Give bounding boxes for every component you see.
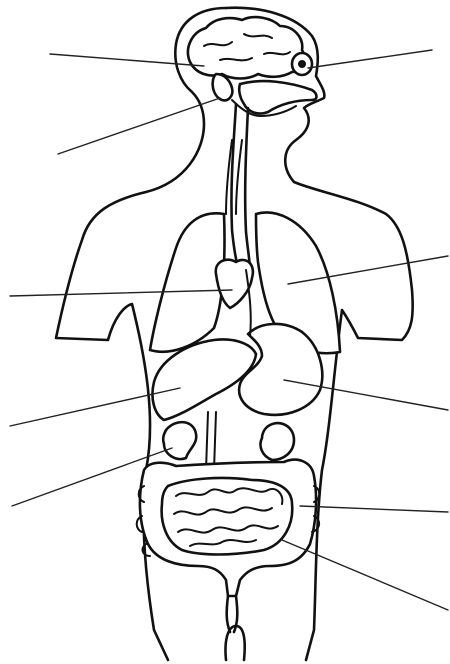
left-kidney: [163, 422, 196, 459]
right-kidney: [260, 423, 294, 460]
label-line-ear: [58, 98, 220, 154]
stomach: [239, 324, 322, 415]
label-line-eye: [308, 50, 432, 68]
label-line-large-intestine: [300, 506, 448, 512]
label-line-small-intestine: [282, 540, 448, 610]
label-line-brain: [50, 54, 204, 66]
esophagus: [231, 104, 250, 270]
aorta: [206, 412, 216, 470]
brain: [188, 17, 304, 78]
eye-pupil: [298, 60, 306, 68]
left-lung: [150, 213, 225, 351]
